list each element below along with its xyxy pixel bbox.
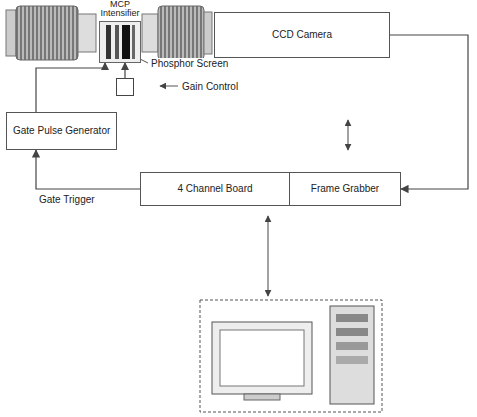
gain-box xyxy=(116,78,134,96)
leader-line xyxy=(160,86,178,87)
intensifier-plate xyxy=(122,25,130,59)
double-arrow xyxy=(348,120,349,150)
intensifier: MCP Intensifier xyxy=(97,0,143,63)
node-text: Gate Pulse Generator xyxy=(13,125,110,137)
part-label: Phosphor Screen xyxy=(150,58,229,69)
intensifier-plate xyxy=(106,25,111,59)
double-arrow xyxy=(268,216,269,296)
lens xyxy=(6,6,96,60)
connector xyxy=(124,63,125,78)
node-heading: MCP Intensifier xyxy=(97,0,143,19)
connector xyxy=(390,35,468,189)
camera-box: CCD Camera xyxy=(214,12,390,58)
node-text: Frame Grabber xyxy=(311,183,379,195)
generator-box: Gate Pulse Generator xyxy=(6,112,117,150)
connector xyxy=(36,63,105,112)
intensifier-plate xyxy=(132,25,135,59)
node-text: CCD Camera xyxy=(272,29,332,41)
intensifier-body xyxy=(99,21,141,63)
gain-control: Gain Control xyxy=(116,78,238,96)
board-box: 4 Channel Board xyxy=(140,172,290,206)
node-text: 4 Channel Board xyxy=(177,183,252,195)
grabber-box: Frame Grabber xyxy=(289,172,401,206)
lens xyxy=(142,6,212,60)
node-label: Gain Control xyxy=(182,81,238,93)
intensifier-plate xyxy=(115,25,119,59)
connector xyxy=(36,150,140,189)
computer-illustration xyxy=(200,300,382,412)
signal-label: Gate Trigger xyxy=(38,194,96,205)
